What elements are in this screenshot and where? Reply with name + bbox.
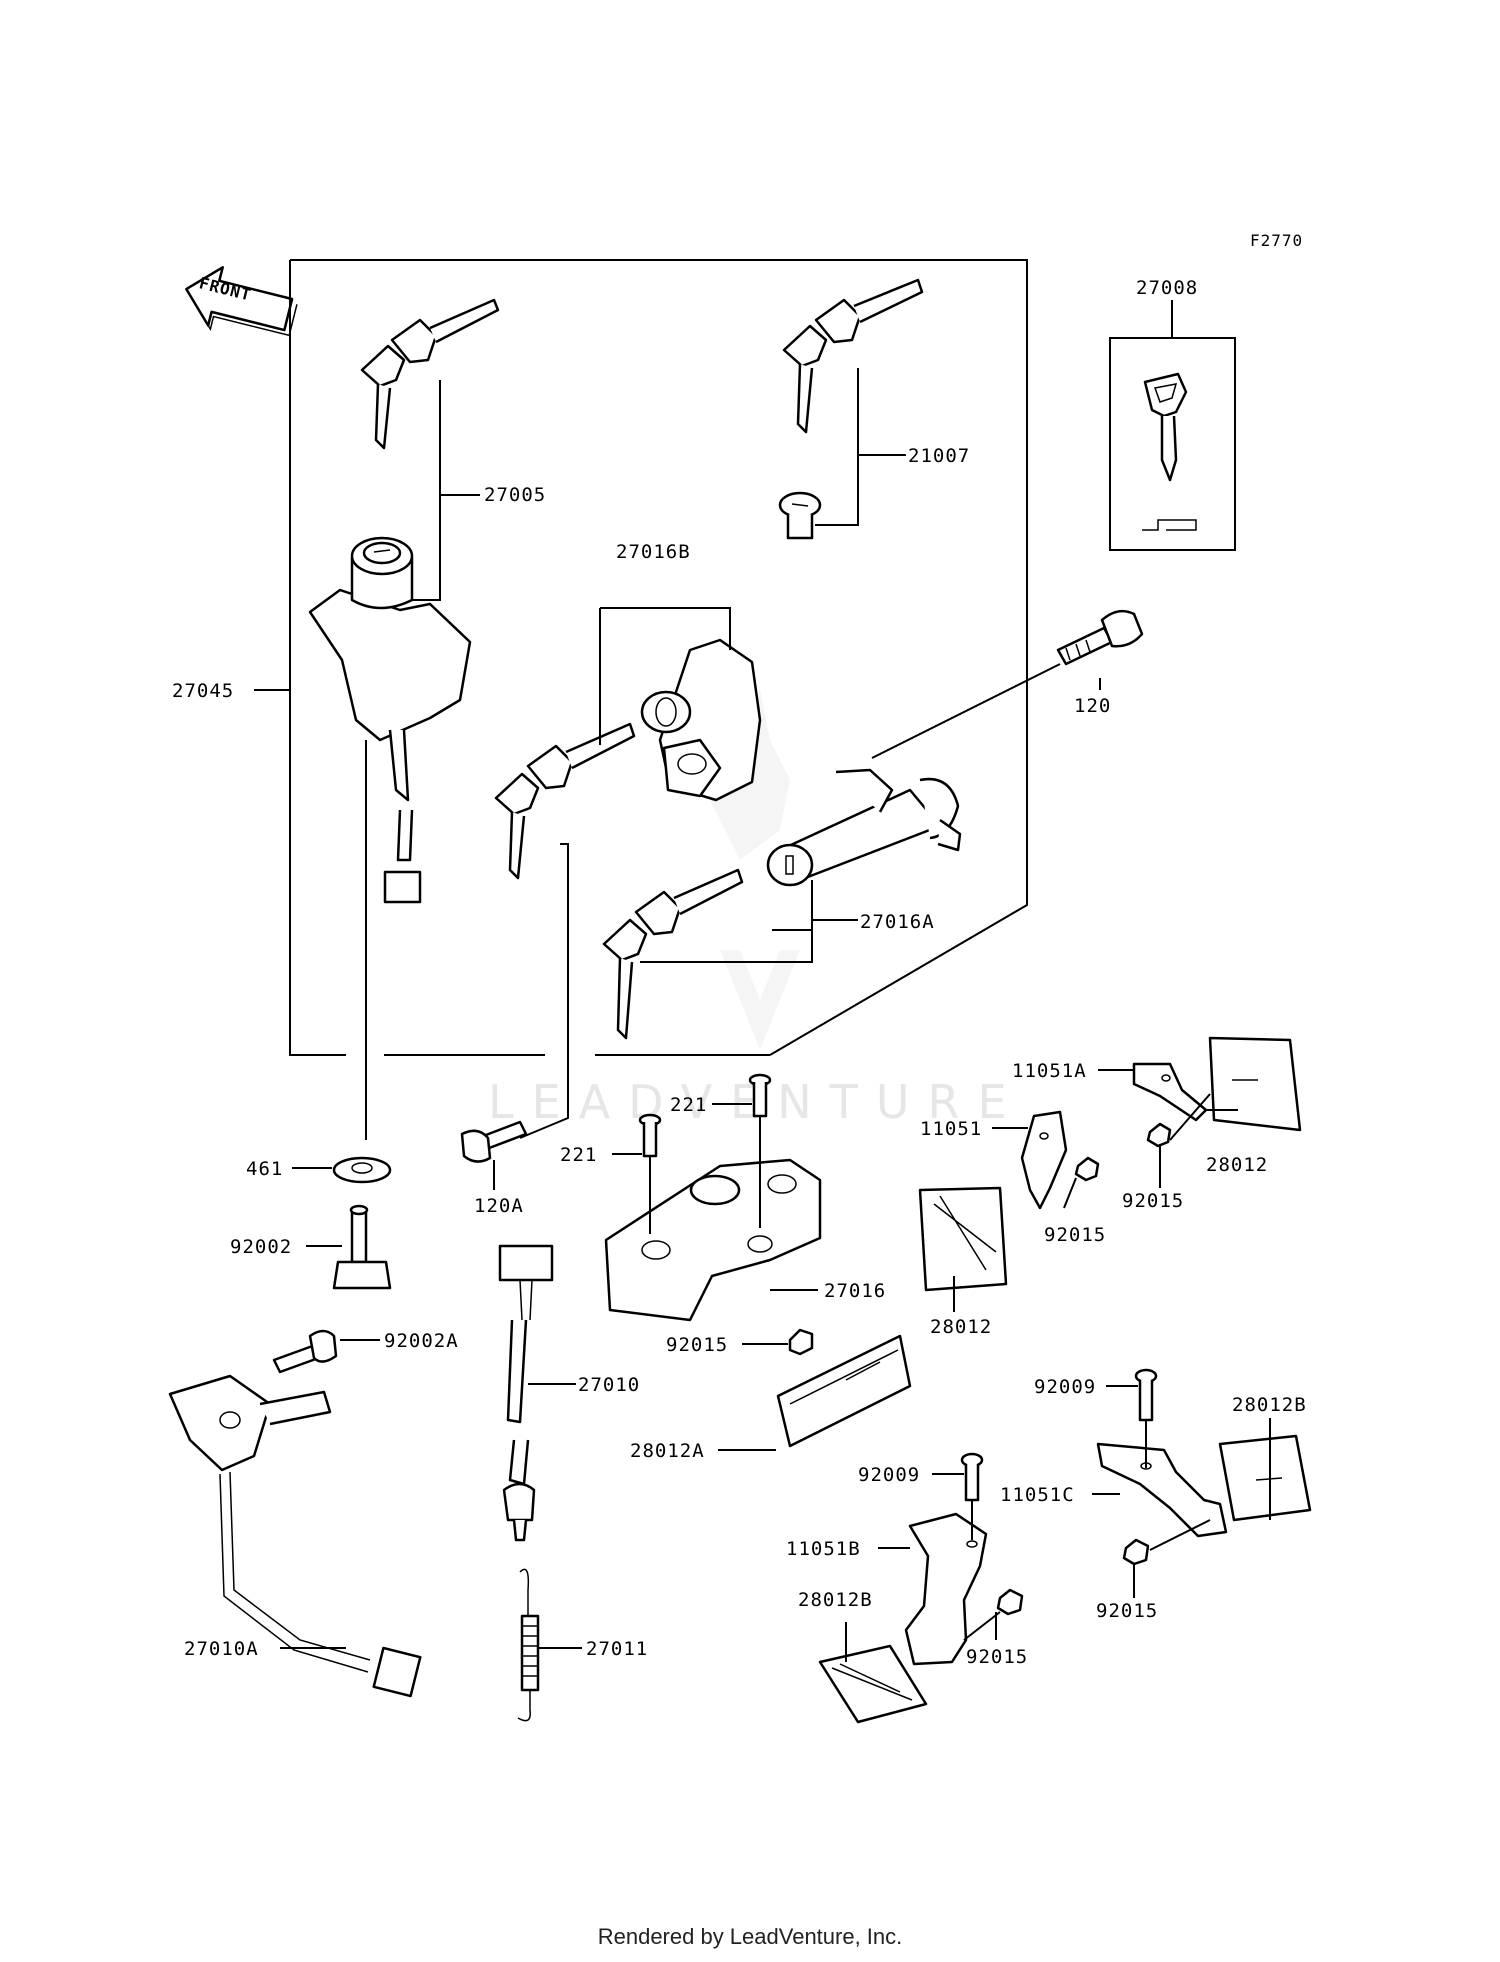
callout-92015e: 92015 (966, 1646, 1028, 1668)
screw-221b-icon (638, 1113, 662, 1158)
switch-27010-icon (498, 1244, 554, 1542)
assembly-box (289, 259, 1028, 1056)
key-27008-icon (1142, 372, 1197, 531)
callout-92002A: 92002A (384, 1330, 459, 1352)
reflector-28012B2-icon (818, 1644, 928, 1724)
screw-92009b-icon (960, 1452, 984, 1502)
callout-92015a: 92015 (666, 1334, 728, 1356)
callout-221a: 221 (670, 1094, 707, 1116)
callout-92015b: 92015 (1122, 1190, 1184, 1212)
spring-27011-icon (517, 1568, 540, 1722)
key-set-21007-icon (782, 278, 924, 434)
reflector-28012A-icon (776, 1334, 912, 1448)
callout-27010: 27010 (578, 1374, 640, 1396)
callout-120: 120 (1074, 695, 1111, 717)
callout-27005: 27005 (484, 484, 546, 506)
ignition-switch-27045-icon (308, 536, 472, 904)
leader-lines (254, 300, 1271, 1662)
nut-92015e-icon (996, 1588, 1024, 1616)
bolt-92002-icon (332, 1204, 392, 1290)
callout-27010A: 27010A (184, 1638, 259, 1660)
callout-11051A: 11051A (1012, 1060, 1087, 1082)
switch-27010A-icon (168, 1374, 422, 1698)
callout-28012a: 28012 (1206, 1154, 1268, 1176)
bolt-92002A-icon (272, 1329, 338, 1374)
callout-120A: 120A (474, 1195, 524, 1217)
bracket-11051A-icon (1132, 1062, 1208, 1122)
callout-28012A: 28012A (630, 1440, 705, 1462)
callout-27016A: 27016A (860, 911, 935, 933)
callout-92002: 92002 (230, 1236, 292, 1258)
helmet-lock-27016A-icon (766, 768, 962, 887)
screw-92009a-icon (1134, 1368, 1158, 1422)
callout-92009a: 92009 (1034, 1376, 1096, 1398)
callout-461: 461 (246, 1158, 283, 1180)
reflector-28012b-icon (1208, 1036, 1302, 1132)
nut-92015a-icon (788, 1328, 814, 1356)
callout-28012B2: 28012B (798, 1589, 873, 1611)
nut-92015d-icon (1122, 1538, 1150, 1566)
bolt-120A-icon (460, 1120, 528, 1163)
callout-92009b: 92009 (858, 1464, 920, 1486)
washer-461-icon (332, 1156, 392, 1184)
bolt-120-icon (1056, 609, 1144, 666)
callout-27016B: 27016B (616, 541, 691, 563)
callout-27016: 27016 (824, 1280, 886, 1302)
figure-code: F2770 (1250, 231, 1303, 250)
key-set-27016A-icon (602, 868, 744, 1040)
bracket-11051-icon (1020, 1110, 1068, 1210)
reflector-28012a-icon (918, 1186, 1008, 1292)
callout-27008: 27008 (1136, 277, 1198, 299)
key-set-27016B-icon (494, 722, 636, 880)
nut-92015b-icon (1146, 1122, 1172, 1148)
bracket-11051B-icon (904, 1512, 988, 1666)
callout-11051C: 11051C (1000, 1484, 1075, 1506)
callout-labels: 27005 27045 27016B 21007 27008 120 27016… (172, 277, 1307, 1668)
screw-221a-icon (748, 1073, 772, 1118)
bracket-27016-icon (604, 1158, 822, 1322)
seat-lock-27016B-icon (640, 638, 762, 802)
callout-221b: 221 (560, 1144, 597, 1166)
front-arrow-icon (185, 266, 298, 337)
callout-27011: 27011 (586, 1638, 648, 1660)
callout-11051: 11051 (920, 1118, 982, 1140)
callout-92015c: 92015 (1044, 1224, 1106, 1246)
watermark-text: LEADVENTURE (488, 1075, 1025, 1129)
callout-11051B: 11051B (786, 1538, 861, 1560)
bracket-11051C-icon (1096, 1442, 1228, 1538)
callout-27045: 27045 (172, 680, 234, 702)
callout-92015d: 92015 (1096, 1600, 1158, 1622)
key-set-27005-icon (360, 298, 500, 450)
callout-28012B1: 28012B (1232, 1394, 1307, 1416)
callout-28012b: 28012 (930, 1316, 992, 1338)
callout-21007: 21007 (908, 445, 970, 467)
lock-cylinder-21007-icon (778, 491, 822, 540)
footer-credit: Rendered by LeadVenture, Inc. (597, 1924, 903, 1949)
reflector-28012B1-icon (1218, 1434, 1312, 1522)
nut-92015c-icon (1074, 1156, 1100, 1182)
